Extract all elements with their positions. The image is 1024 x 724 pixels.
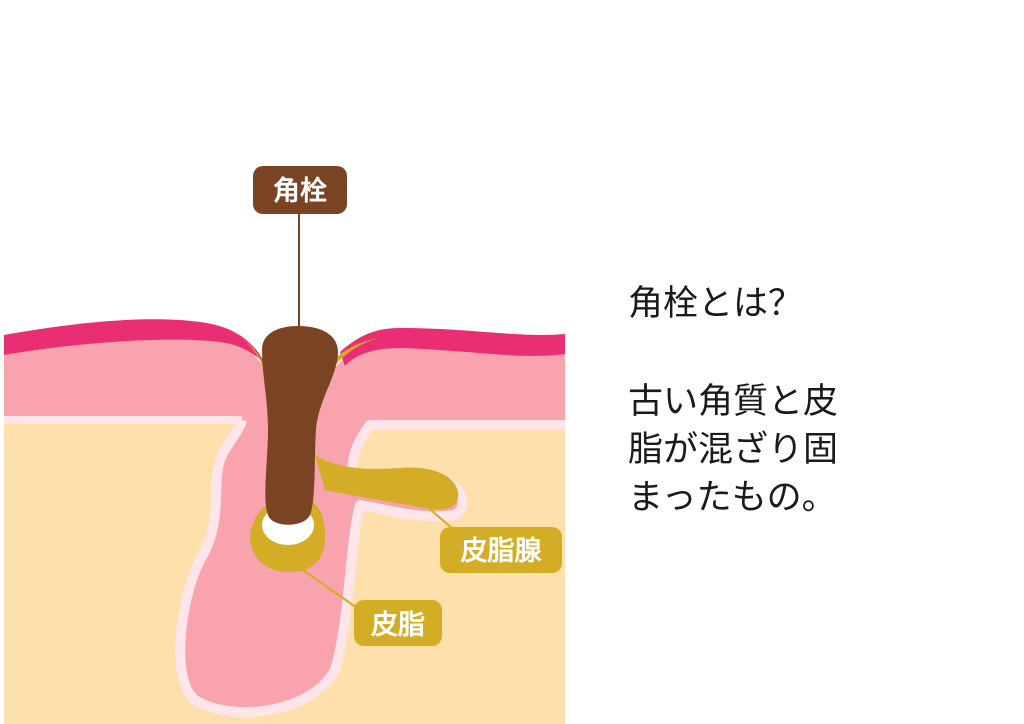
plug-label-text: 角栓 xyxy=(273,175,327,207)
description-block: 角栓とは？ 古い角質と皮 脂が混ざり固 まったもの。 xyxy=(628,280,1008,522)
sebum-label-text: 皮脂 xyxy=(371,610,425,641)
sebum-coating xyxy=(228,330,378,572)
description-heading: 角栓とは？ xyxy=(628,284,804,324)
gland-label: 皮脂腺 xyxy=(440,527,562,573)
sebum-label: 皮脂 xyxy=(354,600,442,646)
skin-surface-right xyxy=(340,328,565,366)
keratin-plug xyxy=(262,326,338,525)
description-line: 古い角質と皮 xyxy=(628,382,839,422)
sebaceous-gland xyxy=(315,455,459,510)
plug-label: 角栓 xyxy=(253,166,347,214)
gland-label-text: 皮脂腺 xyxy=(461,536,543,567)
sebum-leader-line xyxy=(299,567,361,611)
description-line: 脂が混ざり固 xyxy=(628,430,839,470)
skin-surface xyxy=(4,319,268,368)
description-line: まったもの。 xyxy=(628,478,837,518)
